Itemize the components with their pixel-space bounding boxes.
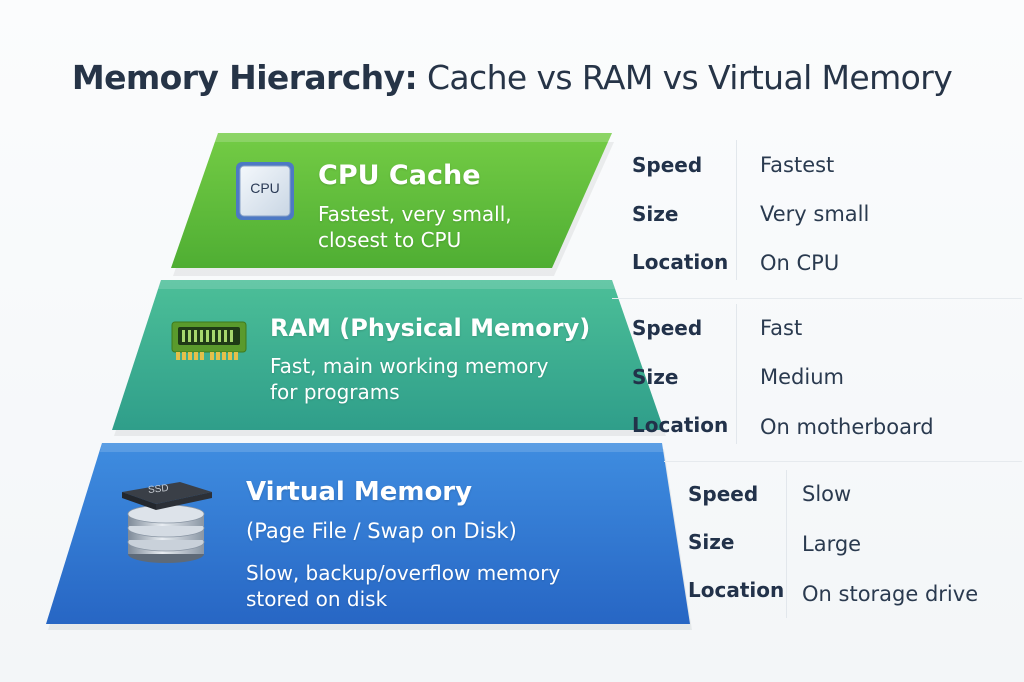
title-bold: Memory Hierarchy: bbox=[71, 58, 418, 97]
tier-subtitle-virtual: (Page File / Swap on Disk) bbox=[246, 519, 517, 543]
tier-desc-cache: Fastest, very small, closest to CPU bbox=[318, 201, 512, 253]
cpu-chip-icon: CPU bbox=[234, 160, 296, 222]
prop-value: Fast bbox=[760, 316, 803, 340]
desc-line: for programs bbox=[270, 380, 400, 404]
tier-shape-virtual bbox=[46, 443, 690, 624]
tier-name-ram: RAM (Physical Memory) bbox=[270, 314, 591, 342]
tier-desc-ram: Fast, main working memory for programs bbox=[270, 353, 548, 405]
ssd-label: SSD bbox=[147, 482, 170, 497]
tier-shape-ram bbox=[112, 280, 664, 430]
ram-module-icon bbox=[170, 318, 248, 364]
prop-label: Speed bbox=[688, 482, 759, 506]
prop-value: Medium bbox=[760, 365, 844, 389]
prop-value: Slow bbox=[802, 482, 852, 506]
desc-line: Slow, backup/overflow memory bbox=[246, 561, 561, 585]
desc-line: Fastest, very small, bbox=[318, 202, 512, 226]
desc-line: Fast, main working memory bbox=[270, 354, 549, 378]
cpu-chip-label: CPU bbox=[250, 180, 280, 196]
desc-line: stored on disk bbox=[246, 587, 388, 611]
prop-value: Very small bbox=[760, 202, 870, 226]
tier-name-virtual: Virtual Memory bbox=[246, 477, 473, 507]
prop-label: Size bbox=[632, 365, 679, 389]
prop-label: Speed bbox=[632, 153, 703, 177]
prop-label: Size bbox=[632, 202, 679, 226]
prop-value: Large bbox=[802, 532, 862, 556]
prop-value: Fastest bbox=[760, 153, 835, 177]
tier-desc-virtual: Slow, backup/overflow memory stored on d… bbox=[246, 560, 560, 612]
prop-label: Location bbox=[688, 578, 785, 602]
prop-label: Location bbox=[632, 250, 729, 274]
ssd-disk-stack-icon: SSD bbox=[118, 478, 218, 568]
prop-label: Size bbox=[688, 530, 735, 554]
tier-name-cache: CPU Cache bbox=[318, 160, 481, 191]
prop-label: Speed bbox=[632, 316, 703, 340]
prop-value: On motherboard bbox=[760, 415, 934, 439]
title-light: Cache vs RAM vs Virtual Memory bbox=[417, 58, 953, 97]
prop-value: On storage drive bbox=[802, 582, 979, 606]
prop-value: On CPU bbox=[760, 251, 840, 275]
prop-label: Location bbox=[632, 413, 729, 437]
page-title: Memory Hierarchy: Cache vs RAM vs Virtua… bbox=[0, 58, 1024, 97]
desc-line: closest to CPU bbox=[318, 228, 462, 252]
